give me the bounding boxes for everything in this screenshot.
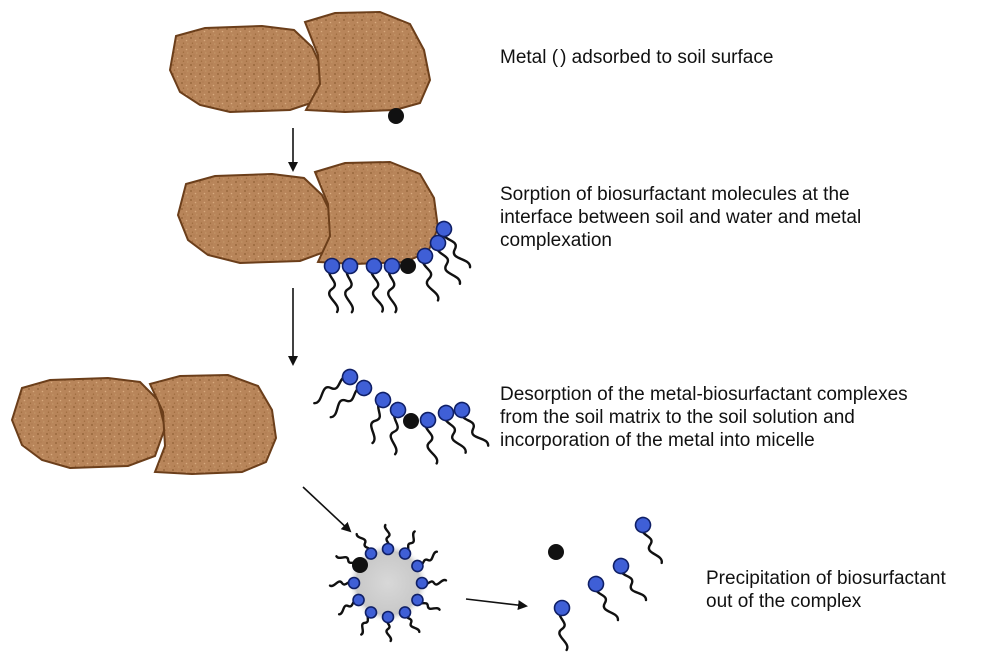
biosurfactant-molecule [323,257,341,314]
biosurfactant-molecule [341,257,359,314]
biosurfactant-molecule [553,599,571,652]
step2-line-2: interface between soil and water and met… [500,207,862,228]
biosurfactant-molecule [313,368,359,405]
soil-aggregate-2 [176,160,440,266]
biosurfactant-molecule [383,257,401,314]
biosurfactant-molecule [429,234,462,285]
soil-particle [168,24,327,114]
step-label-desorption: Desorption of the metal-biosurfactant co… [500,383,908,452]
biosurfactant-group-desorbed [313,368,490,465]
biosurfactant-molecule [328,576,361,590]
biosurfactant-molecule [435,220,472,269]
biosurfactant-molecule [612,557,648,602]
soil-particle [148,373,278,476]
biosurfactant-molecule [337,593,365,616]
biosurfactant-molecule [437,404,467,454]
metal-ion [388,108,404,124]
biosurfactant-molecule [365,257,385,313]
biosurfactant-molecule [381,523,395,556]
soil-aggregate-3 [10,373,278,476]
biosurfactant-molecule [329,379,373,419]
biosurfactant-molecule [453,401,490,447]
biosurfactant-group-sorbed [323,220,472,314]
step4-line-2: out of the complex [706,591,862,612]
step1-text-a: Metal ( [500,47,559,68]
metal-ion [352,557,368,573]
step3-line-2: from the soil matrix to the soil solutio… [500,407,855,428]
soil-particle [10,376,167,470]
biosurfactant-molecule [411,550,439,573]
biosurfactant-molecule [398,606,421,634]
step1-text-b: ) adsorbed to soil surface [560,47,774,68]
metal-ion [548,544,564,560]
biosurfactant-molecule [411,593,441,611]
metal-ion [403,413,419,429]
soil-particle [176,172,337,265]
biosurfactant-molecule [416,247,440,302]
biosurfactant-molecule [355,532,378,560]
soil-particle [313,160,440,266]
arrow-step3-to-step4 [302,486,352,533]
biosurfactant-molecule [398,530,416,560]
step-label-sorption: Sorption of biosurfactant molecules at t… [500,183,861,252]
step3-line-1: Desorption of the metal-biosurfactant co… [500,384,908,405]
biosurfactant-molecule [419,411,439,465]
micelle [328,523,448,643]
metal-ion [400,258,416,274]
step-label-precipitation: Precipitation of biosurfactant out of th… [706,567,946,613]
micelle-surfactants [328,523,448,643]
biosurfactant-molecule [389,401,407,456]
step2-line-3: complexation [500,230,612,251]
soil-aggregate-1 [168,10,432,124]
step2-line-1: Sorption of biosurfactant molecules at t… [500,184,850,205]
biosurfactant-molecule [415,576,448,590]
micelle-halo [348,543,428,623]
biosurfactant-molecule [381,610,395,643]
free-biosurfactants [553,516,663,652]
biosurfactant-molecule [587,575,620,622]
biosurfactant-molecule [634,516,663,565]
biosurfactant-molecule [370,391,392,445]
soil-particle [303,10,432,114]
step4-line-1: Precipitation of biosurfactant [706,568,946,589]
step-label-adsorbed: Metal () adsorbed to soil surface [500,46,773,70]
arrow-micelle-to-precipitate [465,598,528,611]
biosurfactant-molecule [360,606,378,636]
step3-line-3: incorporation of the metal into micelle [500,430,815,451]
